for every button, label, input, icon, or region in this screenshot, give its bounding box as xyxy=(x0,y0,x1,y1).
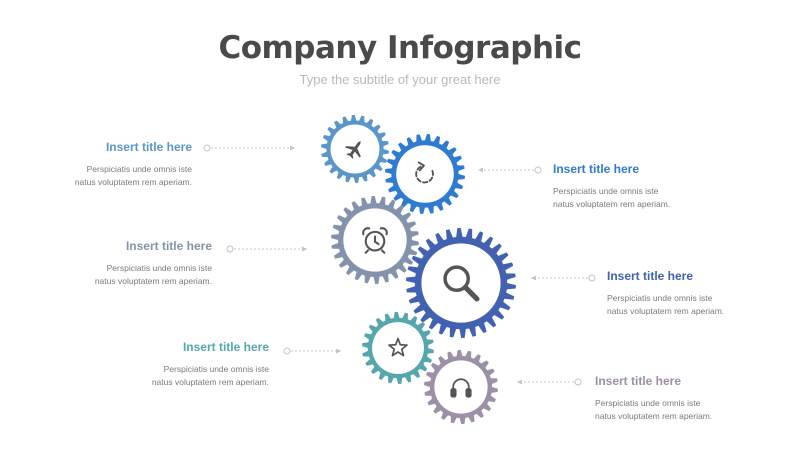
block-body: Perspiciatis unde omnis iste natus volup… xyxy=(151,364,269,387)
star-icon xyxy=(388,337,408,357)
block-title: Insert title here xyxy=(182,340,269,354)
headphones-gear xyxy=(424,350,498,424)
connector-dot xyxy=(226,245,234,253)
alarm-clock-icon xyxy=(362,227,388,254)
connector-1 xyxy=(203,144,295,152)
connector-arrow xyxy=(302,246,307,252)
connector-dot xyxy=(203,144,211,152)
block-body: Perspiciatis unde omnis iste natus volup… xyxy=(94,263,212,286)
block-title: Insert title here xyxy=(105,140,192,154)
refresh-gear xyxy=(385,134,465,214)
airplane-gear xyxy=(321,115,389,183)
text-block-2: Insert title here Perspiciatis unde omni… xyxy=(553,162,743,211)
connector-4 xyxy=(531,274,596,282)
search-icon xyxy=(443,265,480,302)
block-title: Insert title here xyxy=(125,239,212,253)
text-block-6: Insert title here Perspiciatis unde omni… xyxy=(595,374,785,423)
star-gear xyxy=(362,312,434,384)
connector-arrow xyxy=(517,379,522,385)
text-block-5: Insert title here Perspiciatis unde omni… xyxy=(79,340,269,389)
search-gear xyxy=(406,228,516,338)
gear-center xyxy=(396,145,454,203)
block-title: Insert title here xyxy=(553,162,640,176)
block-body: Perspiciatis unde omnis iste natus volup… xyxy=(595,398,713,421)
connector-5 xyxy=(283,347,341,355)
text-block-4: Insert title here Perspiciatis unde omni… xyxy=(607,269,797,318)
headphones-icon xyxy=(450,378,472,398)
connector-arrow xyxy=(336,348,341,354)
gear-center xyxy=(372,322,424,374)
connector-dot xyxy=(574,378,582,386)
connector-3 xyxy=(226,245,307,253)
block-title: Insert title here xyxy=(607,269,694,283)
gear-center xyxy=(421,243,501,323)
connector-dot xyxy=(283,347,291,355)
connector-dot xyxy=(534,166,542,174)
connector-arrow xyxy=(290,145,295,151)
block-body: Perspiciatis unde omnis iste natus volup… xyxy=(553,186,671,209)
refresh-icon xyxy=(415,161,434,184)
connector-arrow xyxy=(531,275,536,281)
block-body: Perspiciatis unde omnis iste natus volup… xyxy=(607,293,725,316)
alarm-clock-gear xyxy=(331,196,419,284)
connector-arrow xyxy=(478,167,483,173)
connector-6 xyxy=(517,378,582,386)
text-block-3: Insert title here Perspiciatis unde omni… xyxy=(22,239,212,288)
gear-center xyxy=(434,360,488,414)
page-subtitle: Type the subtitle of your great here xyxy=(299,72,501,87)
airplane-icon xyxy=(345,140,361,159)
connector-dot xyxy=(588,274,596,282)
connector-2 xyxy=(478,166,542,174)
block-title: Insert title here xyxy=(595,374,682,388)
text-block-1: Insert title here Perspiciatis unde omni… xyxy=(2,140,192,189)
page-title: Company Infographic xyxy=(218,30,582,66)
block-body: Perspiciatis unde omnis iste natus volup… xyxy=(74,164,192,187)
